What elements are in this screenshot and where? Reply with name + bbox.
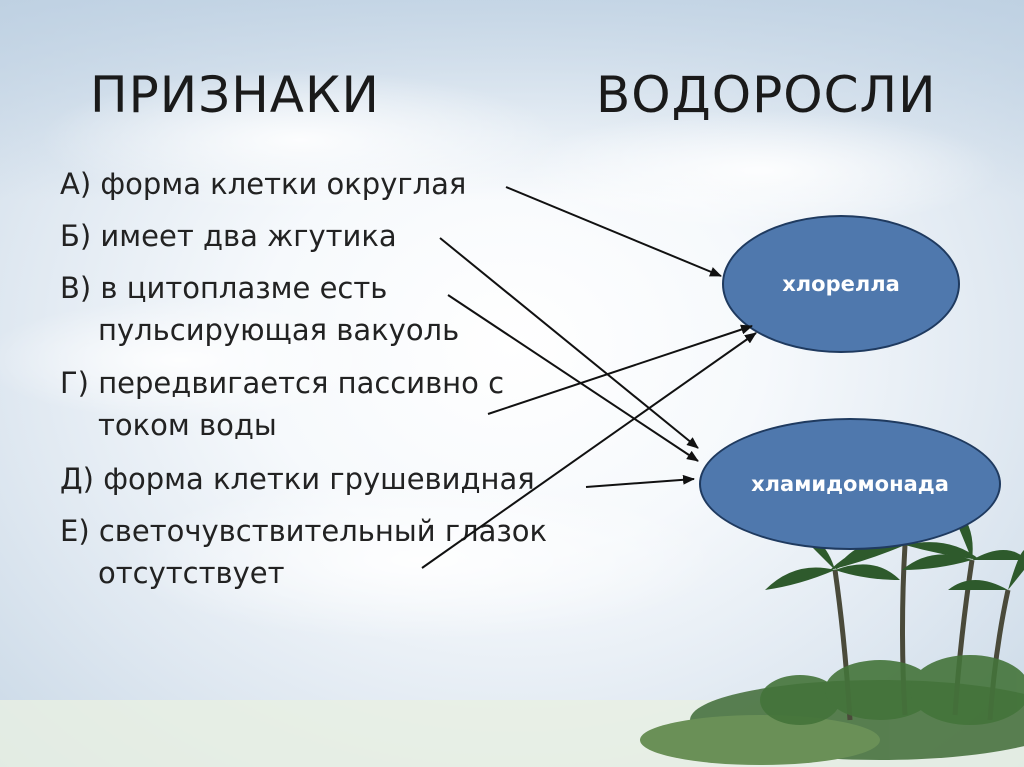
heading-traits: ПРИЗНАКИ	[90, 66, 380, 124]
trait-e: Д) форма клетки грушевидная	[60, 458, 535, 500]
trait-a: А) форма клетки округлая	[60, 163, 466, 205]
trait-f-text: Е) светочувствительный глазок	[60, 514, 548, 548]
cloud	[0, 300, 380, 420]
trait-e-text: Д) форма клетки грушевидная	[60, 462, 535, 496]
trait-c: В) в цитоплазме есть пульсирующая вакуол…	[60, 267, 459, 351]
node-chlamydomonas-label: хламидомонада	[751, 472, 949, 496]
cloud	[40, 70, 560, 210]
trait-b-text: Б) имеет два жгутика	[60, 219, 397, 253]
trait-f: Е) светочувствительный глазок отсутствуе…	[60, 510, 547, 594]
trait-c-text: В) в цитоплазме есть	[60, 271, 388, 305]
trait-f-text-cont: отсутствует	[98, 556, 285, 590]
node-chlorella-label: хлорелла	[782, 272, 900, 296]
trait-a-text: А) форма клетки округлая	[60, 167, 467, 201]
trait-d: Г) передвигается пассивно с током воды	[60, 362, 504, 446]
node-chlorella: хлорелла	[722, 215, 960, 353]
trait-b: Б) имеет два жгутика	[60, 215, 397, 257]
node-chlamydomonas: хламидомонада	[699, 418, 1001, 550]
heading-algae: ВОДОРОСЛИ	[596, 66, 937, 124]
trait-d-text-cont: током воды	[98, 408, 277, 442]
trait-d-text: Г) передвигается пассивно с	[60, 366, 505, 400]
trait-c-text-cont: пульсирующая вакуоль	[98, 313, 460, 347]
